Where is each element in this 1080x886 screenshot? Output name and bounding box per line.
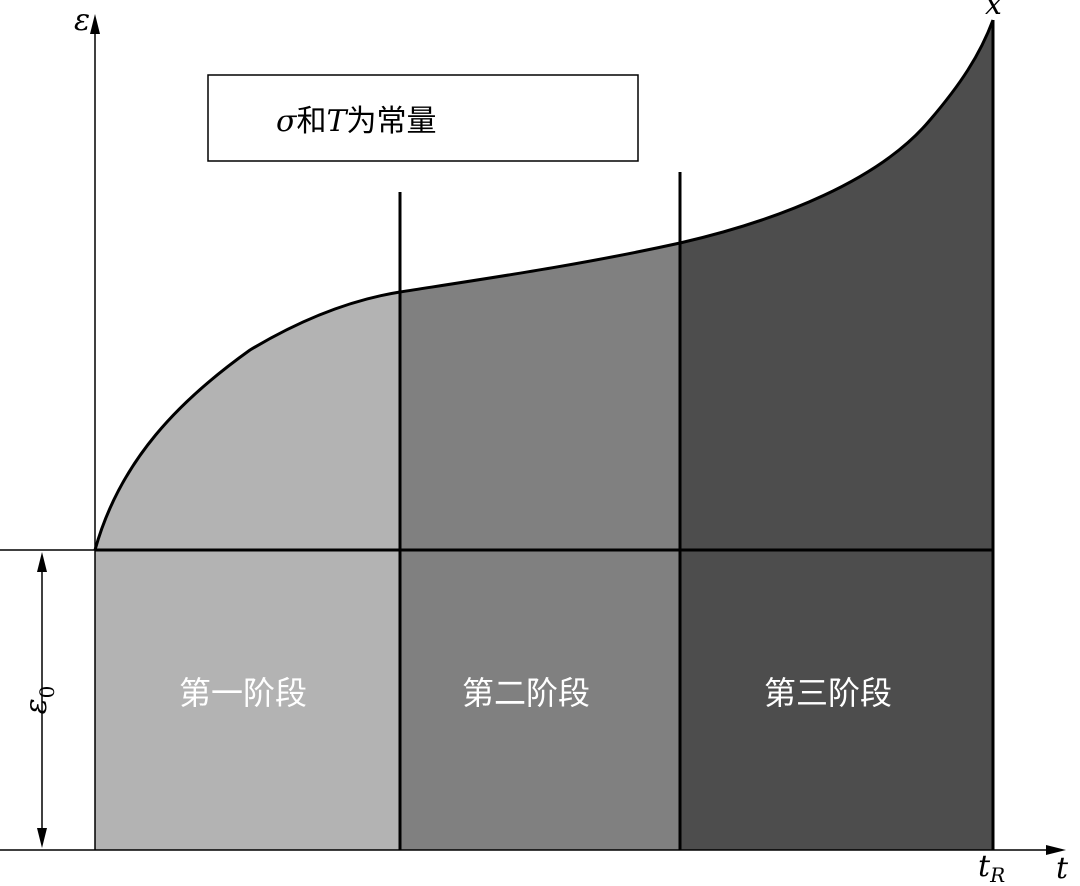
stage-3-label: 第三阶段 bbox=[764, 674, 892, 712]
stage-1-label: 第一阶段 bbox=[179, 674, 307, 712]
rupture-time-base: t bbox=[978, 849, 991, 884]
y-axis-arrow bbox=[90, 14, 100, 34]
stage-2-label: 第二阶段 bbox=[462, 674, 590, 712]
epsilon0-base: ε bbox=[19, 698, 54, 714]
x-axis-arrow bbox=[1046, 845, 1066, 855]
condition-T: T bbox=[326, 104, 348, 139]
condition-rest: 为常量 bbox=[347, 104, 437, 139]
epsilon0-label: ε0 bbox=[19, 686, 59, 715]
epsilon0-arrow-down bbox=[37, 828, 47, 848]
condition-sigma: σ bbox=[276, 104, 298, 139]
x-axis-label: t bbox=[1056, 851, 1069, 886]
y-axis-label: ε bbox=[74, 3, 90, 38]
rupture-time-sub: R bbox=[989, 863, 1005, 886]
condition-he: 和 bbox=[296, 104, 326, 139]
stage-3-region bbox=[680, 20, 993, 850]
epsilon0-arrow-up bbox=[37, 552, 47, 572]
epsilon0-sub: 0 bbox=[35, 686, 59, 699]
stage-2-region bbox=[400, 243, 680, 850]
condition-text: σ和T为常量 bbox=[276, 104, 437, 139]
condition-box bbox=[207, 74, 639, 162]
stage-1-region bbox=[95, 292, 400, 850]
creep-curve bbox=[93, 19, 995, 551]
rupture-time-label: tR bbox=[978, 849, 1005, 886]
rupture-point-label: x bbox=[985, 0, 1002, 22]
